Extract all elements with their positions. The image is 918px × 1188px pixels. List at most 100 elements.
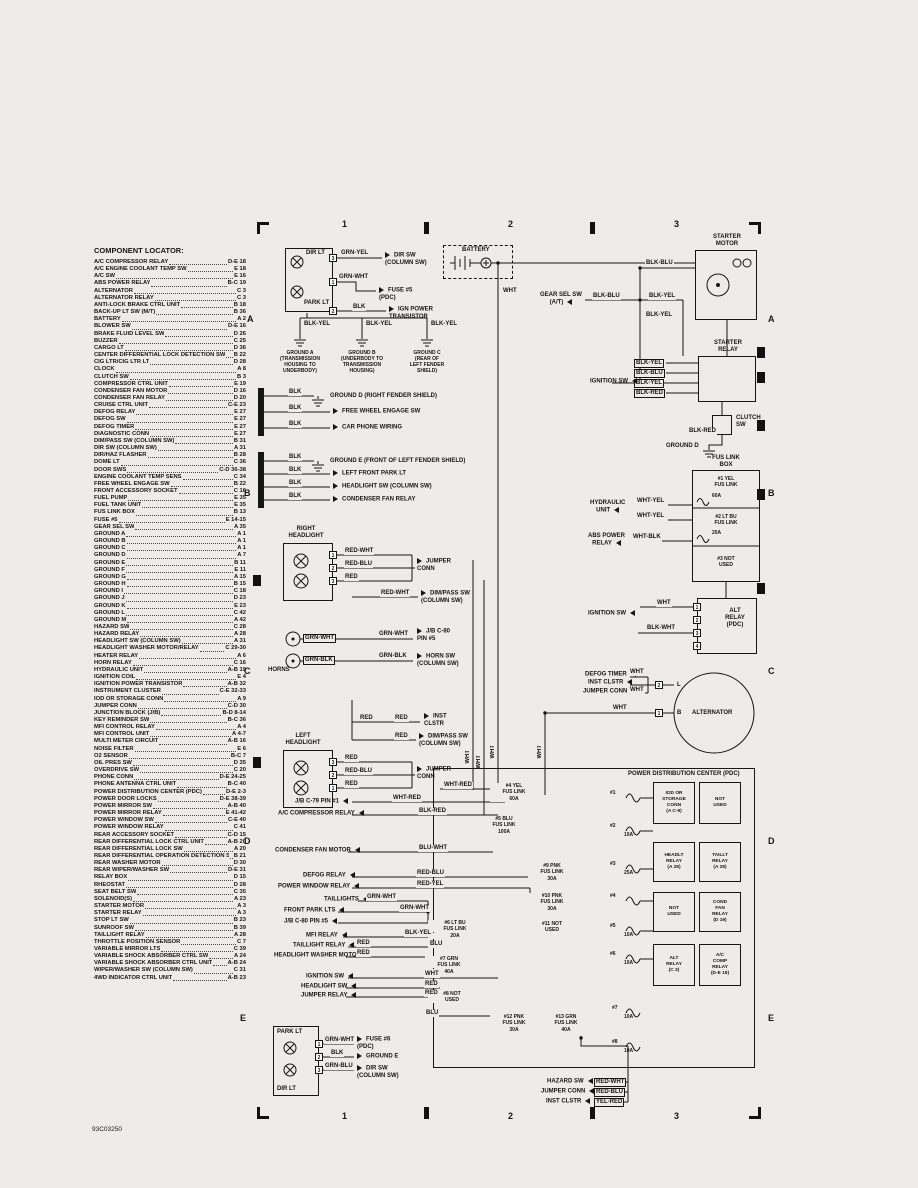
- dest-hazard-sw: HAZARD SW: [547, 1078, 593, 1086]
- dest-power-window-relay: POWER WINDOW RELAY: [278, 883, 359, 891]
- fus-link-4: #4 YEL FUS LINK: [490, 783, 538, 795]
- starter-relay-box: [698, 356, 756, 402]
- dest-jumper-relay: JUMPER RELAY: [301, 992, 356, 1000]
- grid-col-1-bottom: 1: [342, 1111, 348, 1121]
- wire-label: BLK-YEL: [430, 321, 458, 328]
- dest-dir-sw: DIR SW (COLUMN SW): [385, 252, 427, 266]
- wire-label: BLK: [288, 421, 303, 428]
- wire-label: GRN-WHT: [324, 1037, 355, 1044]
- wire-label: BLK: [288, 389, 303, 396]
- wire-label: BLK-YEL: [648, 293, 676, 300]
- fuse-3-number: #3: [610, 861, 616, 867]
- wire-label: WHT-YEL: [636, 513, 665, 520]
- wire-label: GRN-WHT: [338, 274, 369, 281]
- dest-jb-c80-pin5: J/B C-80 PIN #5: [284, 918, 337, 926]
- registration-mark: [253, 757, 261, 768]
- wire-label: GRN-WHT: [366, 894, 397, 901]
- wire-label: BLK-YEL: [365, 321, 393, 328]
- component-item: POWER DISTRIBUTION CENTER (PDC)D-E 2-3: [94, 788, 246, 795]
- grid-row-e-left: E: [240, 1013, 247, 1023]
- wire-label: RED: [356, 950, 371, 957]
- terminal-1: 1: [329, 278, 337, 286]
- document-number: 93C03250: [92, 1126, 122, 1133]
- dest-jumper-conn: JUMPER CONN: [417, 558, 452, 572]
- dest-dim-pass-sw: DIM/PASS SW (COLUMN SW): [419, 733, 468, 747]
- registration-mark: [257, 222, 269, 225]
- park-dir-lamp-box: [273, 1026, 319, 1096]
- wire-label: BLK-YEL: [645, 312, 673, 319]
- fus-link-2-label: #2 LT BU FUS LINK: [714, 514, 738, 526]
- fus-link-box-label: FUS LINK BOX: [712, 455, 740, 468]
- terminal-1: 1: [693, 603, 701, 611]
- wire-label: WHT-RED: [392, 795, 422, 802]
- component-item: WIPER/WASHER SW (COLUMN SW)C 31: [94, 967, 246, 974]
- wire-label: RED: [356, 940, 371, 947]
- dest-jumper-conn: JUMPER CONN: [417, 766, 452, 780]
- wire-label-vertical: WHT: [490, 745, 496, 759]
- grid-row-b-left: B: [244, 488, 251, 498]
- dest-abs-power-relay: ABS POWER RELAY: [588, 533, 626, 547]
- grid-col-2-bottom: 2: [508, 1111, 514, 1121]
- grid-row-b-right: B: [768, 488, 775, 498]
- dest-taillights: TAILLIGHTS: [324, 896, 368, 904]
- registration-mark: [757, 583, 765, 594]
- wire-label: GRN-YEL: [340, 250, 369, 257]
- dest-front-park-lts: FRONT PARK LTS: [284, 907, 344, 915]
- pdc-not-used: NOT USED: [653, 892, 695, 932]
- fus-link-13: #13 GRN FUS LINK: [542, 1014, 590, 1026]
- wire-tag: BLK-RED: [634, 389, 665, 398]
- dest-ign-power-transistor: IGN POWER TRANSISTOR: [389, 306, 434, 320]
- dest-car-phone-wiring: CAR PHONE WIRING: [333, 424, 402, 432]
- grid-row-a-right: A: [768, 314, 775, 324]
- wire-label: RED: [360, 715, 373, 721]
- registration-mark: [257, 222, 260, 234]
- terminal-1: 1: [329, 551, 337, 559]
- fus-link-8: #8 NOT USED: [428, 991, 476, 1003]
- component-item: DIR SW (COLUMN SW)A 31: [94, 445, 246, 452]
- dir-lt-label: DIR LT: [306, 250, 325, 256]
- terminal-3: 3: [329, 758, 337, 766]
- dest-jumper-conn: JUMPER CONN: [541, 1088, 594, 1096]
- wire-label: BLK-YEL: [303, 321, 331, 328]
- dest-inst-clstr: INST CLSTR: [424, 713, 447, 727]
- component-locator-title: COMPONENT LOCATOR:: [94, 246, 184, 255]
- dest-ignition-sw: IGNITION SW: [590, 378, 637, 386]
- park-lt-label: PARK LT: [304, 300, 330, 306]
- wire-label: BLK: [288, 405, 303, 412]
- wire-label: BLK-RED: [418, 808, 447, 815]
- pdc-cond-fan-relay: COND FAN RELAY (D 19): [699, 892, 741, 932]
- dest-condenser-fan-motor: CONDENSER FAN MOTOR: [275, 847, 360, 855]
